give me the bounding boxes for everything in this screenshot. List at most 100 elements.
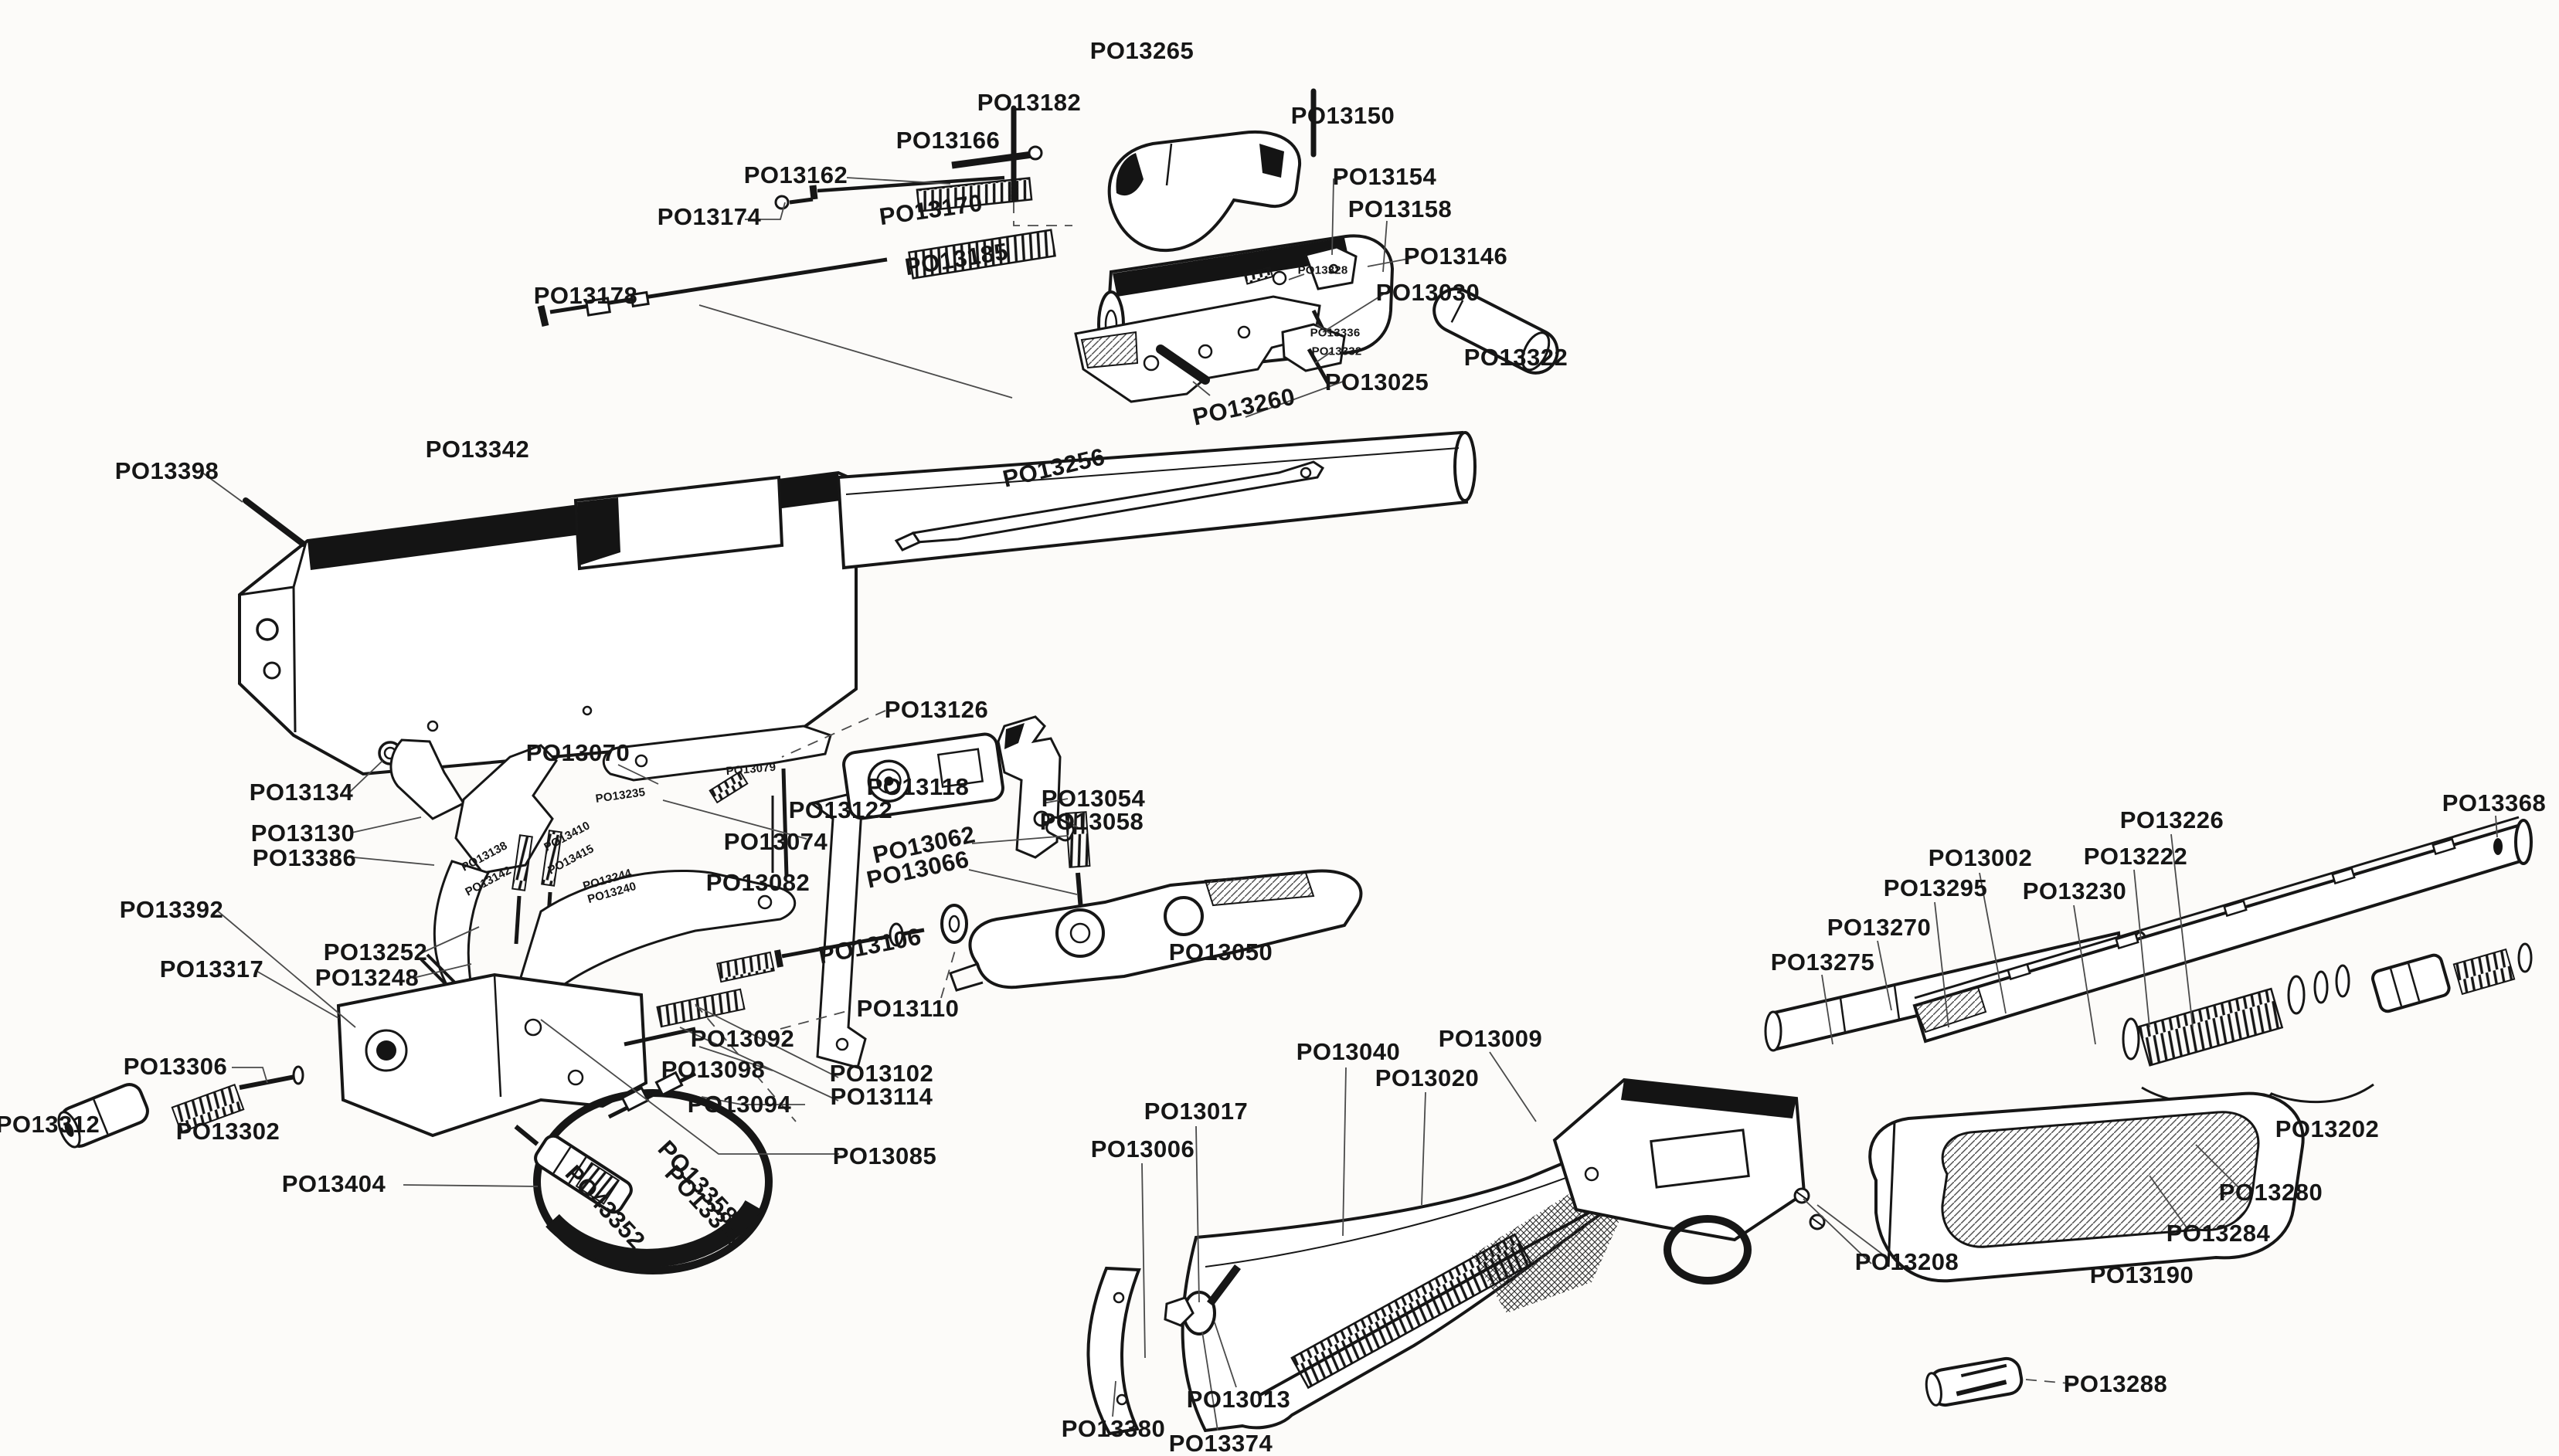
part-label-PO13106: PO13106 xyxy=(816,922,924,969)
pin-13074-drawing xyxy=(781,768,789,877)
part-label-PO13178: PO13178 xyxy=(533,282,638,309)
part-label-PO13146: PO13146 xyxy=(1403,243,1508,270)
bushing-13312-drawing xyxy=(57,1083,149,1149)
washer-13110-drawing xyxy=(940,904,968,944)
firing-pin-drawing xyxy=(809,175,1005,200)
cartridge-stop-lever-drawing xyxy=(602,725,832,782)
forearm-screws-drawing xyxy=(1793,1187,1826,1230)
part-label-PO13295: PO13295 xyxy=(1883,874,1988,901)
part-label-PO13079: PO13079 xyxy=(725,760,777,779)
action-bar-13178-drawing xyxy=(537,257,888,328)
part-label-PO13009: PO13009 xyxy=(1438,1025,1543,1052)
part-label-PO13306: PO13306 xyxy=(123,1053,228,1080)
part-label-PO13020: PO13020 xyxy=(1375,1064,1480,1091)
part-label-PO13270: PO13270 xyxy=(1827,914,1932,941)
part-label-PO13226: PO13226 xyxy=(2119,806,2224,833)
pin-13098-drawing xyxy=(624,1027,696,1047)
locking-block-drawing xyxy=(997,715,1062,859)
rear-receiver-drawing xyxy=(1552,1078,1806,1285)
takedown-pin-drawing xyxy=(243,497,306,547)
plunger-cluster-43352-drawing xyxy=(514,1125,633,1214)
part-label-PO13386: PO13386 xyxy=(252,844,357,871)
part-label-PO13328: PO13328 xyxy=(1297,263,1348,277)
part-label-PO13092: PO13092 xyxy=(690,1025,795,1052)
part-label-PO13312: PO13312 xyxy=(0,1111,100,1138)
small-spring-13079-drawing xyxy=(709,770,749,804)
slide-pin-13106-drawing xyxy=(716,922,925,983)
part-label-PO13025: PO13025 xyxy=(1324,368,1429,395)
part-label-PO13280: PO13280 xyxy=(2218,1179,2323,1206)
trigger-plate-drawing xyxy=(1074,246,1358,403)
part-label-PO13392: PO13392 xyxy=(119,896,224,923)
plunger-13094-drawing xyxy=(607,1071,697,1119)
part-label-PO43352: PO43352 xyxy=(559,1159,651,1254)
spring-13170-drawing xyxy=(916,177,1033,212)
part-label-PO13040: PO13040 xyxy=(1296,1038,1401,1065)
part-label-PO13166: PO13166 xyxy=(895,127,1001,154)
part-label-PO13342: PO13342 xyxy=(425,436,530,463)
leader-lines xyxy=(202,177,2498,1431)
part-label-PO13094: PO13094 xyxy=(687,1091,792,1118)
part-label-PO13336: PO13336 xyxy=(1310,326,1361,340)
part-label-PO13130: PO13130 xyxy=(250,820,355,847)
carrier-latch-drawing xyxy=(1107,130,1302,253)
part-label-PO13208: PO13208 xyxy=(1854,1248,1959,1275)
receiver-drawing xyxy=(238,470,858,776)
part-label-PO13118: PO13118 xyxy=(866,773,970,800)
part-label-PO13317: PO13317 xyxy=(159,955,264,983)
return-spring-cluster-drawing xyxy=(2122,942,2533,1105)
part-label-PO13154: PO13154 xyxy=(1332,163,1437,190)
part-label-PO13114: PO13114 xyxy=(830,1083,933,1110)
part-label-PO13098: PO13098 xyxy=(661,1056,766,1083)
part-label-PO13158: PO13158 xyxy=(1347,195,1453,222)
part-label-PO13322: PO13322 xyxy=(1463,344,1568,371)
long-barrel-drawing xyxy=(1912,816,2533,1044)
part-label-PO13030: PO13030 xyxy=(1375,279,1480,306)
part-label-PO13248: PO13248 xyxy=(314,964,420,991)
part-label-PO13122: PO13122 xyxy=(788,796,893,823)
part-label-PO13190: PO13190 xyxy=(2089,1261,2194,1288)
part-label-PO13126: PO13126 xyxy=(884,696,989,723)
buttplate-drawing xyxy=(1086,1266,1141,1436)
part-label-PO13222: PO13222 xyxy=(2083,843,2188,870)
part-label-PO13275: PO13275 xyxy=(1770,949,1875,976)
pin-13174-drawing xyxy=(774,195,814,210)
part-label-PO13110: PO13110 xyxy=(856,995,960,1022)
part-label-PO13260: PO13260 xyxy=(1190,382,1298,431)
part-label-PO13134: PO13134 xyxy=(249,779,354,806)
part-label-PO13302: PO13302 xyxy=(175,1118,280,1145)
part-label-PO13404: PO13404 xyxy=(281,1170,386,1197)
part-label-PO13265: PO13265 xyxy=(1089,37,1195,64)
part-label-PO13082: PO13082 xyxy=(705,869,811,896)
stock-drawing xyxy=(1181,1126,1677,1433)
part-label-PO13284: PO13284 xyxy=(2166,1220,2271,1247)
carrier-assembly-13050-drawing xyxy=(949,869,1363,992)
part-label-PO13150: PO13150 xyxy=(1290,102,1395,129)
part-label-PO13102: PO13102 xyxy=(829,1060,934,1087)
part-label-PO13050: PO13050 xyxy=(1168,938,1273,966)
part-label-PO13054: PO13054 xyxy=(1041,785,1146,812)
part-label-PO13398: PO13398 xyxy=(114,457,219,484)
barrel-rib-drawing xyxy=(894,460,1325,552)
part-label-PO13256: PO13256 xyxy=(1000,443,1108,493)
part-label-PO13332: PO13332 xyxy=(1311,344,1362,358)
breech-block-buffer-drawing xyxy=(842,732,1004,820)
part-label-PO13017: PO13017 xyxy=(1144,1098,1249,1125)
part-label-PO13235: PO13235 xyxy=(594,786,647,806)
part-label-PO13006: PO13006 xyxy=(1090,1135,1195,1162)
forearm-drawing xyxy=(1868,1091,2305,1283)
spring-13302-drawing xyxy=(171,1084,245,1133)
choke-tube-drawing xyxy=(1925,1356,2024,1407)
recoil-spring-13185-drawing xyxy=(908,229,1056,280)
part-label-PO13182: PO13182 xyxy=(977,89,1082,116)
part-label-PO13058: PO13058 xyxy=(1039,808,1144,835)
part-label-PO13070: PO13070 xyxy=(525,739,630,766)
part-label-PO13074: PO13074 xyxy=(723,828,828,855)
part-label-PO13085: PO13085 xyxy=(832,1142,937,1169)
part-label-PO13162: PO13162 xyxy=(743,161,848,188)
part-label-PO13013: PO13013 xyxy=(1186,1386,1291,1413)
part-label-PO13288: PO13288 xyxy=(2063,1370,2168,1397)
frame-block-drawing xyxy=(336,972,648,1138)
